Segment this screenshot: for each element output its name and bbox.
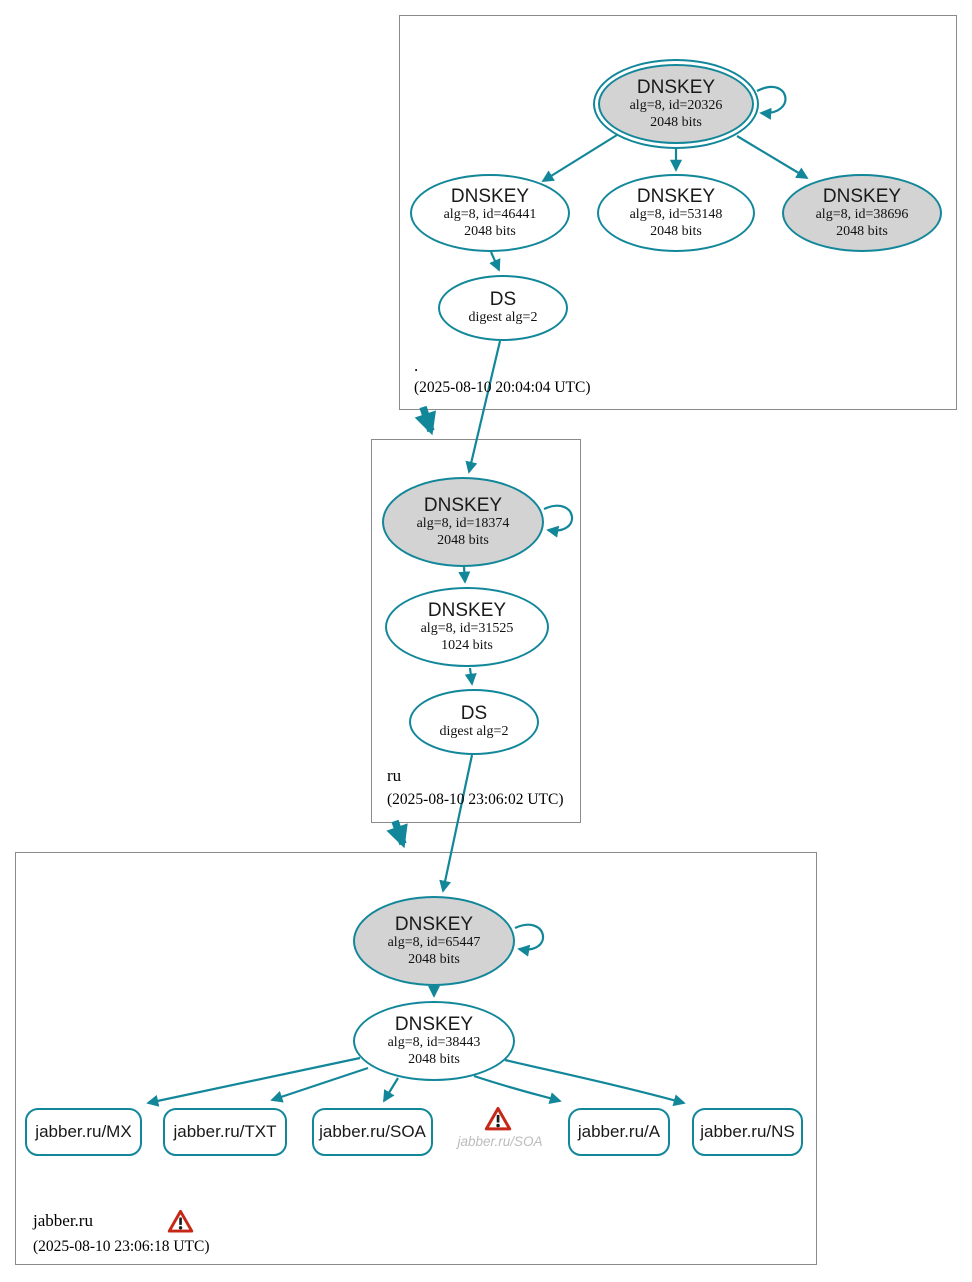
zone-timestamp-jabber-ru: (2025-08-10 23:06:18 UTC)	[33, 1238, 210, 1255]
node-title: DNSKEY	[636, 77, 716, 98]
zone-name-ru: ru	[387, 766, 402, 785]
node-title: DNSKEY	[450, 186, 530, 207]
dnskey-node-65447[interactable]: DNSKEY alg=8, id=65447 2048 bits	[353, 896, 515, 986]
warning-icon[interactable]	[484, 1106, 512, 1132]
zone-name-jabber-ru: jabber.ru	[33, 1211, 93, 1230]
dnskey-node-38443[interactable]: DNSKEY alg=8, id=38443 2048 bits	[353, 1001, 515, 1081]
node-title: DNSKEY	[423, 495, 503, 516]
rrset-node-jabber-ru-a[interactable]: jabber.ru/A	[568, 1108, 670, 1156]
dnskey-node-31525[interactable]: DNSKEY alg=8, id=31525 1024 bits	[385, 587, 549, 667]
node-title: DNSKEY	[394, 1014, 474, 1035]
node-detail: 2048 bits	[836, 223, 888, 239]
node-title: DNSKEY	[636, 186, 716, 207]
node-detail: alg=8, id=38696	[815, 207, 909, 222]
node-detail: 2048 bits	[650, 114, 702, 130]
node-detail: 2048 bits	[408, 951, 460, 967]
node-title: DNSKEY	[394, 914, 474, 935]
node-detail: alg=8, id=20326	[629, 98, 723, 113]
node-detail: 2048 bits	[408, 1051, 460, 1067]
node-detail: alg=8, id=38443	[387, 1035, 481, 1050]
node-detail: 2048 bits	[437, 532, 489, 548]
node-detail: alg=8, id=46441	[443, 207, 537, 222]
dnskey-node-20326[interactable]: DNSKEY alg=8, id=20326 2048 bits	[593, 59, 759, 149]
node-detail: 2048 bits	[464, 223, 516, 239]
node-detail: 2048 bits	[650, 223, 702, 239]
ghost-rrset-jabber-ru-soa[interactable]: jabber.ru/SOA	[457, 1134, 543, 1149]
dnskey-node-38696[interactable]: DNSKEY alg=8, id=38696 2048 bits	[782, 174, 942, 252]
rrset-node-jabber-ru-txt[interactable]: jabber.ru/TXT	[163, 1108, 287, 1156]
node-detail: alg=8, id=31525	[420, 621, 514, 636]
rrset-node-jabber-ru-mx[interactable]: jabber.ru/MX	[25, 1108, 142, 1156]
delegation-arrow-ru-to-jabber	[386, 819, 408, 849]
dnskey-node-20326-inner-ring: DNSKEY alg=8, id=20326 2048 bits	[598, 64, 754, 144]
zone-timestamp-ru: (2025-08-10 23:06:02 UTC)	[387, 791, 564, 808]
rrset-node-jabber-ru-ns[interactable]: jabber.ru/NS	[692, 1108, 803, 1156]
node-detail: 1024 bits	[441, 637, 493, 653]
node-title: DNSKEY	[822, 186, 902, 207]
ds-node-root[interactable]: DS digest alg=2	[438, 275, 568, 341]
warning-icon[interactable]	[167, 1209, 194, 1234]
node-title: DNSKEY	[427, 600, 507, 621]
node-detail: digest alg=2	[468, 310, 538, 326]
dnskey-node-18374[interactable]: DNSKEY alg=8, id=18374 2048 bits	[382, 477, 544, 567]
dnskey-node-53148[interactable]: DNSKEY alg=8, id=53148 2048 bits	[597, 174, 755, 252]
dnskey-node-46441[interactable]: DNSKEY alg=8, id=46441 2048 bits	[410, 174, 570, 252]
node-detail: alg=8, id=53148	[629, 207, 723, 222]
node-detail: alg=8, id=18374	[416, 516, 510, 531]
node-title: DS	[489, 289, 517, 311]
zone-name-root: .	[414, 356, 419, 375]
node-detail: alg=8, id=65447	[387, 935, 481, 950]
rrset-node-jabber-ru-soa[interactable]: jabber.ru/SOA	[312, 1108, 433, 1156]
delegation-arrow-root-to-ru	[414, 405, 436, 436]
node-detail: digest alg=2	[439, 724, 509, 740]
zone-timestamp-root: (2025-08-10 20:04:04 UTC)	[414, 379, 591, 396]
ds-node-ru[interactable]: DS digest alg=2	[409, 689, 539, 755]
node-title: DS	[460, 703, 488, 725]
